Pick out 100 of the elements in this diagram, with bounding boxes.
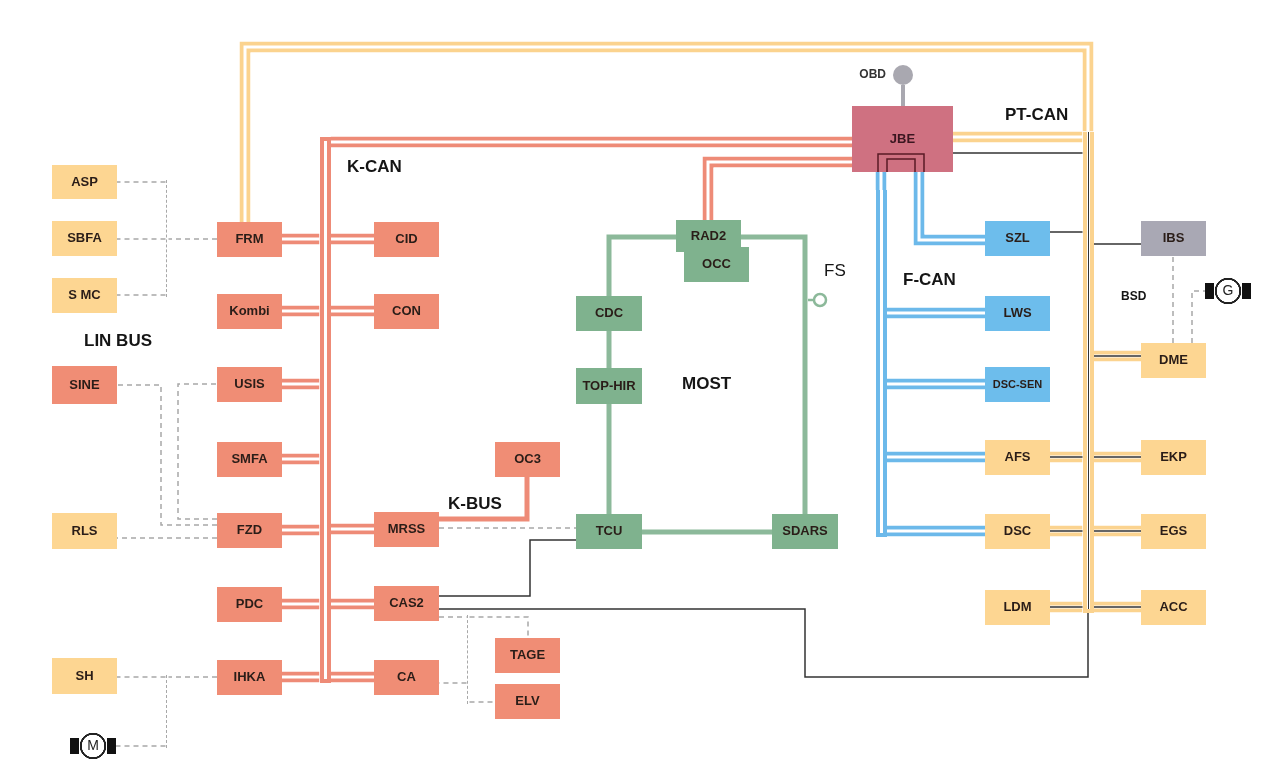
signal-line — [1049, 456, 1084, 458]
module-box: LDM — [985, 590, 1050, 625]
dashed-line — [116, 384, 218, 526]
dashed-line — [468, 701, 496, 703]
bus-label: F-CAN — [903, 270, 956, 290]
module-box: IBS — [1141, 221, 1206, 256]
bus-line — [1093, 350, 1141, 362]
dashed-line — [116, 238, 167, 240]
module-box: SMFA — [217, 442, 282, 477]
bus-label: LIN BUS — [84, 331, 152, 351]
module-box: USIS — [217, 367, 282, 402]
signal-line — [1092, 456, 1142, 458]
bus-line — [282, 671, 320, 683]
bus-label: K-CAN — [347, 157, 402, 177]
dashed-line — [167, 238, 218, 240]
stem-line — [901, 85, 905, 106]
module-box: CDC — [576, 296, 642, 331]
bus-bar — [1082, 131, 1094, 613]
module-box: CON — [374, 294, 439, 329]
module-box: EGS — [1141, 514, 1206, 549]
signal-line — [1092, 530, 1142, 532]
signal-line — [1049, 606, 1084, 608]
bus-line — [606, 234, 676, 296]
dashed-line — [438, 616, 468, 618]
bus-line — [282, 598, 320, 610]
bus-line — [439, 477, 530, 522]
module-box: S MC — [52, 278, 117, 313]
bus-line — [330, 136, 852, 148]
bus-line — [886, 525, 985, 537]
module-box: DME — [1141, 343, 1206, 378]
bus-line — [1093, 451, 1141, 463]
bus-line — [330, 598, 374, 610]
bus-line — [741, 234, 808, 514]
bus-line — [330, 671, 374, 683]
module-box: CAS2 — [374, 586, 439, 621]
module-box: TOP-HIR — [576, 368, 642, 404]
module-box: TCU — [576, 514, 642, 549]
bus-bar — [466, 615, 470, 704]
bus-line — [282, 233, 320, 245]
signal-line — [1049, 231, 1084, 233]
bus-line — [875, 172, 887, 190]
signal-line — [952, 152, 1084, 154]
module-label: JBE — [889, 132, 916, 147]
signal-line — [1092, 606, 1142, 608]
bus-bar — [319, 136, 331, 683]
bus-bar — [875, 190, 887, 537]
bus-line — [642, 529, 772, 535]
signal-line — [438, 539, 577, 597]
module-box: TAGE — [495, 638, 560, 673]
bus-bar — [165, 675, 169, 748]
module-box: Kombi — [217, 294, 282, 329]
bus-line — [1093, 601, 1141, 613]
module-box: ASP — [52, 165, 117, 199]
bus-line — [702, 156, 852, 220]
bus-line — [282, 378, 320, 390]
bus-line — [282, 453, 320, 465]
module-box: RLS — [52, 513, 117, 549]
dashed-line — [177, 383, 218, 520]
dashed-line — [116, 676, 167, 678]
module-box: DSC — [985, 514, 1050, 549]
bus-line — [886, 307, 985, 319]
module-box: EKP — [1141, 440, 1206, 475]
bus-line — [282, 524, 320, 536]
bus-label: MOST — [682, 374, 732, 394]
module-box: LWS — [985, 296, 1050, 331]
module-box: OCC — [684, 247, 749, 282]
dashed-line — [115, 745, 167, 747]
module-box: SBFA — [52, 221, 117, 256]
signal-line — [1092, 355, 1142, 357]
module-box: ACC — [1141, 590, 1206, 625]
bus-line — [953, 131, 1083, 143]
module-box: MRSS — [374, 512, 439, 547]
bus-line — [886, 451, 985, 463]
bus-line — [1050, 451, 1083, 463]
module-box: SZL — [985, 221, 1050, 256]
motor-symbol: M — [70, 733, 116, 759]
bus-line — [606, 404, 612, 514]
module-box: ELV — [495, 684, 560, 719]
bus-line — [239, 41, 1094, 222]
module-box: CID — [374, 222, 439, 257]
module-box: CA — [374, 660, 439, 695]
module-box: FRM — [217, 222, 282, 257]
dashed-line — [468, 616, 529, 639]
connector-label: FS — [824, 261, 846, 281]
bus-line — [330, 233, 374, 245]
bus-label: PT-CAN — [1005, 105, 1069, 125]
bus-line — [913, 172, 985, 246]
bus-line — [1093, 525, 1141, 537]
module-box: AFS — [985, 440, 1050, 475]
dashed-line — [116, 294, 167, 296]
bus-line — [1050, 601, 1083, 613]
module-box: FZD — [217, 513, 282, 548]
module-box: PDC — [217, 587, 282, 622]
bus-line — [330, 305, 374, 317]
signal-line — [438, 608, 1089, 678]
dashed-line — [1191, 290, 1206, 344]
generator-symbol: G — [1205, 278, 1251, 304]
signal-line — [1049, 530, 1084, 532]
module-box: IHKA — [217, 660, 282, 695]
module-box: SH — [52, 658, 117, 694]
